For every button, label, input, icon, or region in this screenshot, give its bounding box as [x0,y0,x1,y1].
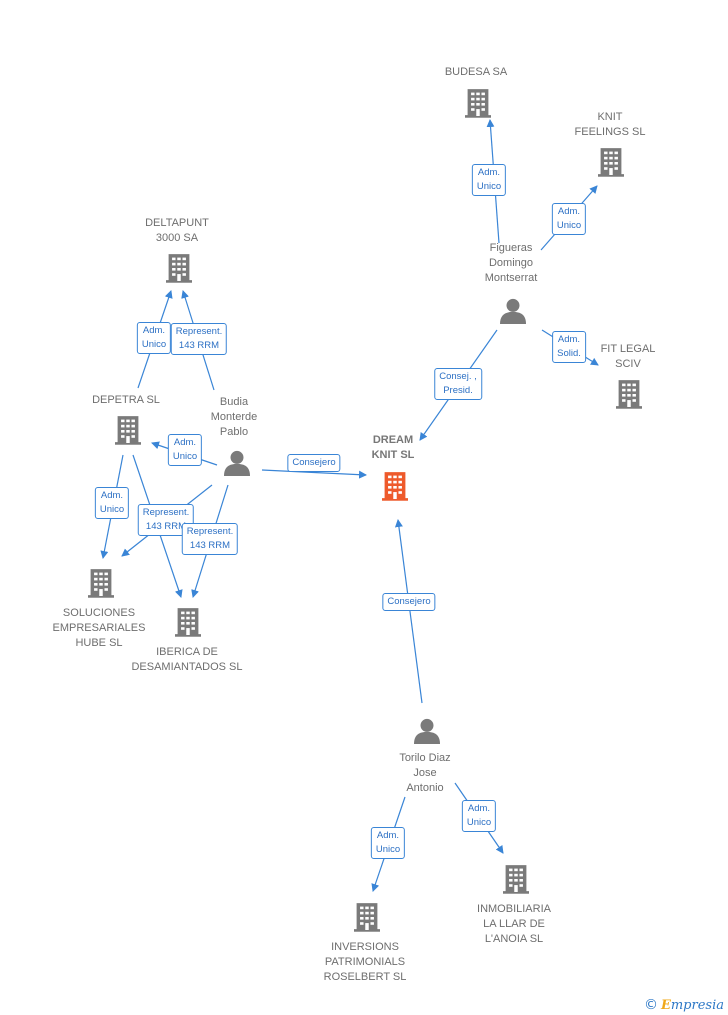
edge-label-torilo-dream[interactable]: Consejero [382,593,436,611]
edge-label-budia-dream[interactable]: Consejero [287,454,341,472]
empresia-logo[interactable]: ©Empresia [644,997,724,1013]
person-icon-torilo[interactable] [414,718,440,744]
building-icon-soluciones[interactable] [88,569,114,598]
building-icon-budesa[interactable] [465,89,491,118]
edge-label-depetra-deltapunt[interactable]: Adm. Unico [136,322,172,354]
building-icon-fit-legal[interactable] [616,380,642,409]
node-label-inversions[interactable]: INVERSIONS PATRIMONIALS ROSELBERT SL [323,941,407,983]
edge-label-figueras-knit[interactable]: Adm. Unico [551,203,587,235]
node-label-soluciones[interactable]: SOLUCIONES EMPRESARIALES HUBE SL [52,607,146,649]
edge-label-figueras-dream[interactable]: Consej. , Presid. [434,368,482,400]
person-icon-budia[interactable] [224,450,250,476]
building-icon-iberica[interactable] [175,608,201,637]
building-icon-deltapunt[interactable] [166,254,192,283]
building-icon-knit-feelings[interactable] [598,148,624,177]
node-label-deltapunt[interactable]: DELTAPUNT 3000 SA [145,217,209,244]
edge-label-torilo-inversions[interactable]: Adm. Unico [370,827,406,859]
edge-label-budia-deltapunt[interactable]: Represent. 143 RRM [170,323,228,355]
node-label-inmobiliaria[interactable]: INMOBILIARIA LA LLAR DE L'ANOIA SL [477,903,551,945]
edge-label-budia-iberica[interactable]: Represent. 143 RRM [181,523,239,555]
node-label-fit-legal[interactable]: FIT LEGAL SCIV [600,343,656,370]
edge-label-depetra-soluciones[interactable]: Adm. Unico [94,487,130,519]
node-label-iberica[interactable]: IBERICA DE DESAMIANTADOS SL [131,646,243,673]
edge-label-figueras-budesa[interactable]: Adm. Unico [471,164,507,196]
node-label-torilo[interactable]: Torilo Diaz Jose Antonio [399,752,451,794]
node-label-budesa[interactable]: BUDESA SA [444,66,508,78]
building-icon-dream-knit[interactable] [382,472,408,501]
node-label-figueras[interactable]: Figueras Domingo Montserrat [484,242,538,284]
node-label-knit-feelings[interactable]: KNIT FEELINGS SL [574,111,646,138]
edge-torilo-dream [394,519,423,704]
node-label-budia[interactable]: Budia Monterde Pablo [210,396,258,438]
edge-label-budia-soluciones[interactable]: Represent. 143 RRM [137,504,195,536]
node-label-dream-knit[interactable]: DREAM KNIT SL [371,434,415,461]
logo-wordmark: mpresia [670,998,724,1013]
edge-budia-dream [261,469,367,479]
building-icon-depetra[interactable] [115,416,141,445]
edge-label-budia-depetra[interactable]: Adm. Unico [167,434,203,466]
building-icon-inversions[interactable] [354,903,380,932]
person-icon-figueras[interactable] [500,298,526,324]
building-icon-inmobiliaria[interactable] [503,865,529,894]
logo-initial: E [660,998,671,1013]
copyright-symbol: © [643,997,658,1013]
edge-label-figueras-fit[interactable]: Adm. Solid. [552,331,586,363]
node-label-depetra[interactable]: DEPETRA SL [92,394,160,406]
edge-label-torilo-inmobiliaria[interactable]: Adm. Unico [461,800,497,832]
